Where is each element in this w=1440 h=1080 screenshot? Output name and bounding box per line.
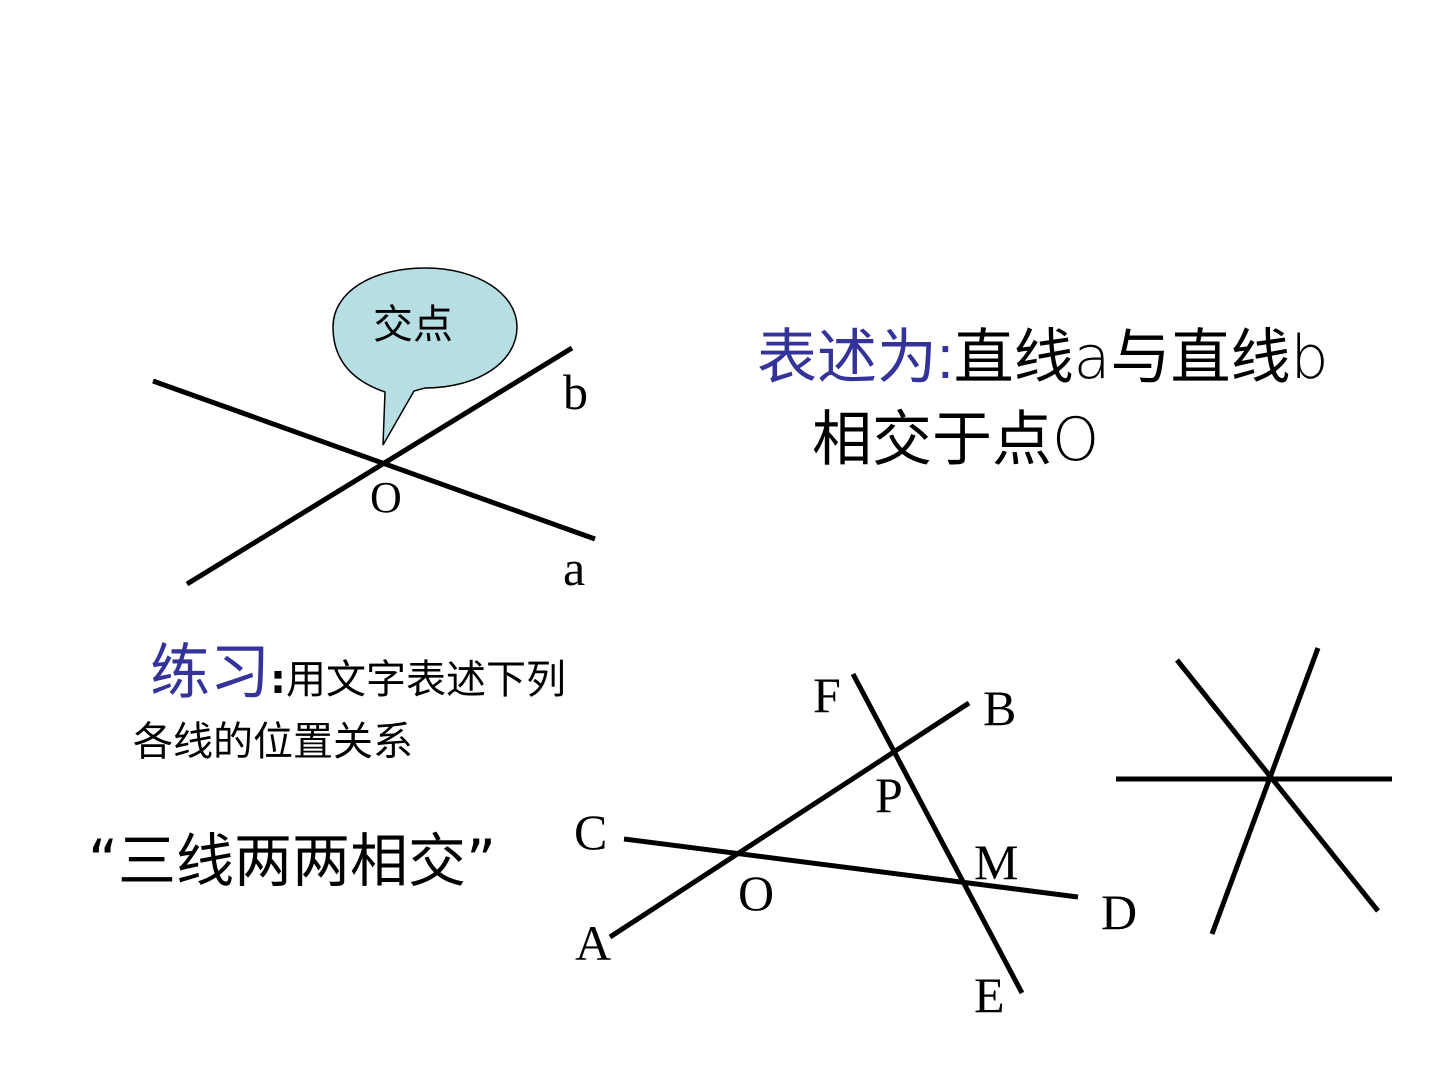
line-cd: [623, 836, 1079, 900]
exercise-rest: 用文字表述下列: [286, 657, 566, 703]
line-steep: [1209, 647, 1321, 935]
callout-bubble: [332, 267, 518, 446]
line-a-label: a: [563, 540, 586, 596]
line-b: [185, 345, 574, 587]
line-a: [152, 378, 596, 542]
line-ef: [850, 672, 1025, 995]
line-b-label: b: [563, 364, 588, 420]
point-c-label: C: [574, 804, 608, 860]
statement-line-2: 相交于点O: [812, 405, 1100, 475]
point-f-label: F: [813, 667, 841, 723]
line-diagonal: [1175, 658, 1380, 913]
statement-prefix: 表述为: [757, 323, 937, 393]
point-o-label: O: [370, 473, 402, 522]
point-e-label: E: [974, 967, 1005, 1023]
point-m-label: M: [974, 834, 1019, 890]
exercise-colon: :: [270, 657, 286, 703]
exercise-prefix: 练习: [150, 638, 270, 708]
point-b-label: B: [983, 680, 1017, 736]
statement-line-1: 表述为:直线a与直线b: [757, 328, 1329, 389]
point-p-label: P: [875, 767, 903, 823]
line-ab: [608, 700, 971, 940]
exercise-line-2: 各线的位置关系: [133, 719, 413, 765]
statement-rest: 直线a与直线b: [953, 323, 1329, 393]
exercise-line-1: 练习:用文字表述下列: [150, 643, 566, 703]
point-o2-label: O: [738, 865, 775, 921]
point-d-label: D: [1101, 884, 1138, 940]
caption-three-lines: “三线两两相交”: [88, 827, 497, 895]
point-a-label: A: [575, 915, 612, 971]
bubble-label: 交点: [373, 302, 453, 348]
statement-colon: :: [937, 324, 954, 391]
